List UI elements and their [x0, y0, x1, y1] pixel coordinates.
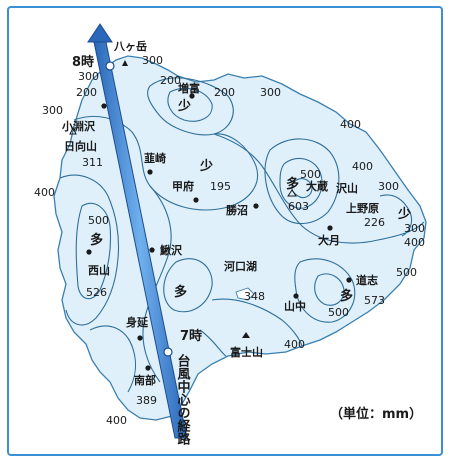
contour-200-c: 200 — [214, 86, 235, 99]
track-label: 台風中心の経路 — [175, 353, 191, 445]
prefecture-land — [53, 55, 427, 421]
value-nishiyama: 526 — [86, 286, 107, 299]
place-otsuki: 大月 — [318, 233, 340, 247]
place-katsunuma: 勝沼 — [226, 203, 248, 217]
place-minobu: 身延 — [126, 315, 149, 329]
mountain-marker-hinatayama — [69, 126, 77, 135]
marker-many-kajikazawa: 多 — [174, 284, 187, 300]
marker-many-doshi: 多 — [340, 288, 353, 304]
track-time-7: 7時 — [180, 328, 202, 344]
place-masutomi: 増富 — [178, 81, 200, 95]
contour-300-b: 300 — [78, 70, 99, 83]
place-fujisan: 富士山 — [230, 345, 263, 359]
contour-500-c: 500 — [396, 266, 417, 279]
place-hinatayama: 日向山 — [64, 139, 97, 153]
typhoon-track — [87, 23, 188, 439]
place-yatsugatake: 八ヶ岳 — [113, 39, 147, 53]
contour-400-b: 400 — [352, 160, 373, 173]
track-point-8 — [105, 61, 115, 71]
place-yamanaka: 山中 — [284, 299, 306, 313]
typhoon-track-arrow-body — [93, 41, 188, 439]
place-kofu: 甲府 — [172, 179, 194, 193]
place-sawayama: 沢山 — [336, 181, 358, 195]
contour-400-c: 400 — [404, 236, 425, 249]
contour-400-a: 400 — [340, 118, 361, 131]
place-kobuchizawa: 小淵沢 — [61, 119, 96, 133]
marker-few-uenohara: 少 — [397, 206, 411, 222]
contour-400-f: 400 — [106, 414, 127, 427]
marker-many-nishiyama: 多 — [90, 232, 103, 248]
place-doshi: 道志 — [356, 273, 378, 287]
value-doshi: 573 — [364, 294, 385, 307]
mountain-marker-yatsugatake — [122, 60, 128, 66]
marker-few-masutomi: 少 — [177, 98, 191, 114]
contour-400-d: 400 — [34, 186, 55, 199]
unit-label: （単位：mm） — [330, 407, 423, 422]
value-nanbu: 389 — [136, 394, 157, 407]
place-okura: 大蔵 — [306, 179, 328, 193]
place-nanbu: 南部 — [134, 373, 156, 387]
mountain-marker-okura — [287, 189, 297, 197]
lake — [235, 287, 255, 301]
station-markers — [86, 93, 352, 371]
value-kofu: 195 — [210, 180, 231, 193]
contour-500-d: 500 — [328, 306, 349, 319]
place-nirasaki: 韮崎 — [144, 151, 166, 165]
place-kajikazawa: 鰍沢 — [160, 243, 183, 257]
contour-200-a: 200 — [76, 86, 97, 99]
value-kawaguchiko: 348 — [244, 290, 265, 303]
contour-200-b: 200 — [160, 74, 181, 87]
typhoon-track-arrow-head — [87, 23, 113, 43]
place-kawaguchiko: 河口湖 — [224, 259, 257, 273]
marker-many-okura: 多 — [286, 176, 299, 192]
contour-500-b: 500 — [88, 214, 109, 227]
contour-300-a: 300 — [142, 54, 163, 67]
contour-300-e: 300 — [378, 180, 399, 193]
contour-300-d: 300 — [42, 104, 63, 117]
mountain-marker-fujisan — [242, 332, 250, 338]
place-nishiyama: 西山 — [88, 263, 110, 277]
track-time-8: 8時 — [72, 54, 94, 70]
isohyet-lines — [59, 77, 425, 393]
value-okura: 603 — [288, 200, 309, 213]
value-uenohara: 226 — [364, 216, 385, 229]
track-point-7 — [163, 347, 173, 357]
contour-300-c: 300 — [260, 86, 281, 99]
place-uenohara: 上野原 — [346, 201, 379, 215]
value-hinatayama: 311 — [82, 156, 103, 169]
contour-500-a: 500 — [300, 168, 321, 181]
contour-400-e: 400 — [284, 338, 305, 351]
contour-300-f: 300 — [404, 222, 425, 235]
marker-few-kofu: 少 — [199, 158, 213, 174]
